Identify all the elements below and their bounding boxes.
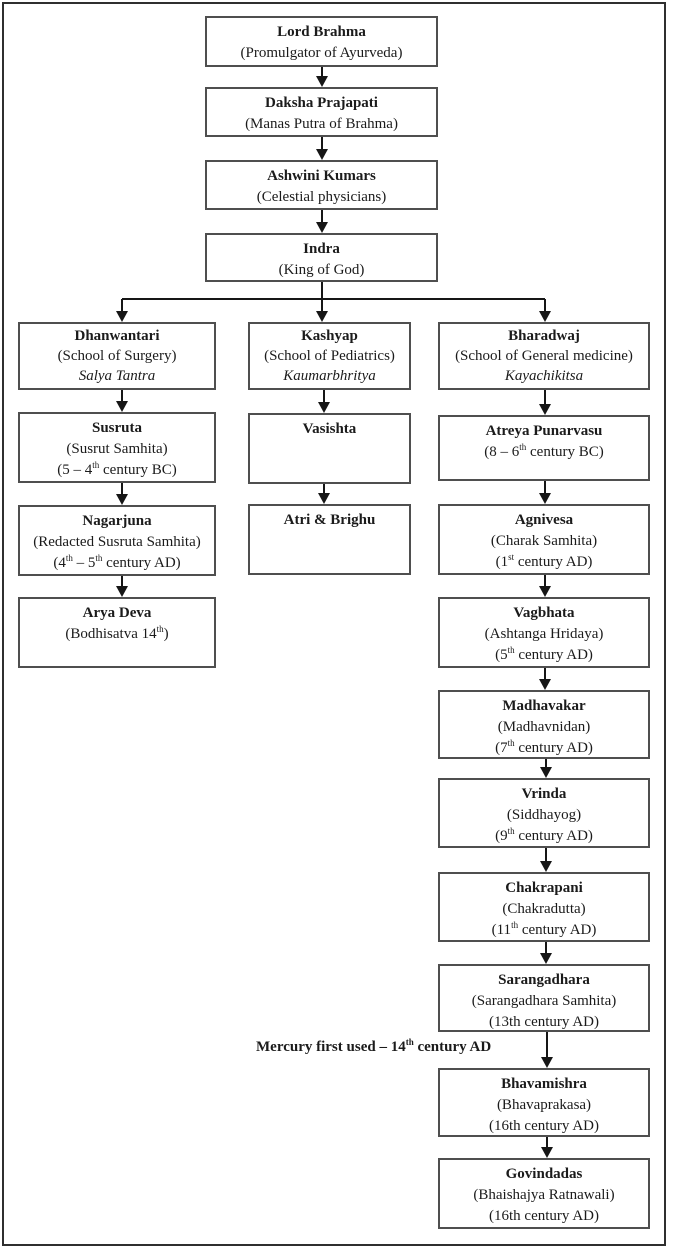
node-period: (7th century AD) xyxy=(495,738,593,757)
node-subtitle: (Bodhisatva 14th) xyxy=(65,624,169,643)
arrow-head xyxy=(116,401,128,412)
node-bhavamishra: Bhavamishra (Bhavaprakasa) (16th century… xyxy=(438,1068,650,1137)
arrow-head xyxy=(539,586,551,597)
node-title: Arya Deva xyxy=(82,605,152,621)
arrow-head xyxy=(541,1147,553,1158)
arrow-head xyxy=(541,1057,553,1068)
node-period: (5 – 4th century BC) xyxy=(57,460,177,479)
node-title: Lord Brahma xyxy=(277,24,366,40)
arrow-head xyxy=(540,767,552,778)
arrow-head xyxy=(316,311,328,322)
node-vrinda: Vrinda (Siddhayog) (9th century AD) xyxy=(438,778,650,848)
node-period: (13th century AD) xyxy=(489,1014,599,1030)
node-title: Vasishta xyxy=(302,421,357,437)
node-subtitle: (Manas Putra of Brahma) xyxy=(245,116,398,132)
node-title: Sarangadhara xyxy=(498,972,590,988)
arrow-heads xyxy=(116,76,553,1158)
arrow-head xyxy=(318,493,330,504)
node-subtitle: (Sarangadhara Samhita) xyxy=(471,993,617,1009)
node-title: Indra xyxy=(303,241,340,257)
node-kashyap: Kashyap (School of Pediatrics) Kaumarbhr… xyxy=(248,322,411,390)
node-chakrapani: Chakrapani (Chakradutta) (11th century A… xyxy=(438,872,650,942)
node-subtitle: (Promulgator of Ayurveda) xyxy=(240,45,403,61)
node-subtitle: (School of Surgery) xyxy=(57,348,177,364)
node-subtitle: (Chakradutta) xyxy=(502,901,586,917)
node-subtitle: (Ashtanga Hridaya) xyxy=(484,626,604,642)
node-agnivesa: Agnivesa (Charak Samhita) (1st century A… xyxy=(438,504,650,575)
node-sanskrit-name: Kayachikitsa xyxy=(504,368,584,384)
arrow-lines xyxy=(121,66,548,1149)
node-subtitle: (Madhavnidan) xyxy=(497,719,591,735)
node-title: Agnivesa xyxy=(514,512,574,528)
node-susruta: Susruta (Susrut Samhita) (5 – 4th centur… xyxy=(18,412,216,483)
node-title: Kashyap xyxy=(301,328,358,344)
node-sanskrit-name: Kaumarbhritya xyxy=(283,368,376,384)
node-subtitle: (Susrut Samhita) xyxy=(66,441,168,457)
arrow-head xyxy=(116,586,128,597)
arrow-head xyxy=(318,402,330,413)
node-sarangadhara: Sarangadhara (Sarangadhara Samhita) (13t… xyxy=(438,964,650,1032)
arrow-head xyxy=(539,493,551,504)
node-subtitle: (Celestial physicians) xyxy=(256,189,387,205)
node-sanskrit-name: Salya Tantra xyxy=(78,368,156,384)
node-subtitle: (Redacted Susruta Samhita) xyxy=(33,534,201,550)
node-title: Atreya Punarvasu xyxy=(485,423,603,439)
node-title: Susruta xyxy=(91,420,143,436)
node-title: Dhanwantari xyxy=(74,328,160,344)
node-title: Atri & Brighu xyxy=(283,512,376,528)
node-period: (1st century AD) xyxy=(495,552,593,571)
arrow-head xyxy=(539,311,551,322)
node-ashwini-kumars: Ashwini Kumars (Celestial physicians) xyxy=(205,160,438,210)
arrow-head xyxy=(316,76,328,87)
node-daksha-prajapati: Daksha Prajapati (Manas Putra of Brahma) xyxy=(205,87,438,137)
node-title: Chakrapani xyxy=(505,880,583,896)
node-subtitle: (Bhaishajya Ratnawali) xyxy=(473,1187,615,1203)
arrow-head xyxy=(316,149,328,160)
node-subtitle: (School of Pediatrics) xyxy=(264,348,395,364)
node-arya-deva: Arya Deva (Bodhisatva 14th) xyxy=(18,597,216,668)
node-title: Vagbhata xyxy=(513,605,575,621)
arrow-head xyxy=(540,861,552,872)
node-period: (5th century AD) xyxy=(495,645,593,664)
node-vasishta: Vasishta xyxy=(248,413,411,484)
node-title: Govindadas xyxy=(505,1166,583,1182)
node-indra: Indra (King of God) xyxy=(205,233,438,282)
node-title: Bharadwaj xyxy=(508,328,580,344)
node-period: (16th century AD) xyxy=(489,1208,599,1224)
node-period: (16th century AD) xyxy=(489,1118,599,1134)
node-lord-brahma: Lord Brahma (Promulgator of Ayurveda) xyxy=(205,16,438,67)
node-title: Nagarjuna xyxy=(82,513,152,529)
node-vagbhata: Vagbhata (Ashtanga Hridaya) (5th century… xyxy=(438,597,650,668)
node-period: (4th – 5th century AD) xyxy=(53,553,181,572)
arrow-head xyxy=(540,953,552,964)
node-madhavakar: Madhavakar (Madhavnidan) (7th century AD… xyxy=(438,690,650,759)
node-title: Bhavamishra xyxy=(501,1076,587,1092)
node-title: Vrinda xyxy=(521,786,567,802)
arrow-head xyxy=(316,222,328,233)
node-govindadas: Govindadas (Bhaishajya Ratnawali) (16th … xyxy=(438,1158,650,1229)
arrow-head xyxy=(539,679,551,690)
node-dhanwantari: Dhanwantari (School of Surgery) Salya Ta… xyxy=(18,322,216,390)
node-title: Madhavakar xyxy=(502,698,586,714)
node-subtitle: (Bhavaprakasa) xyxy=(496,1097,592,1113)
node-subtitle: (King of God) xyxy=(278,262,365,278)
node-subtitle: (Siddhayog) xyxy=(506,807,582,823)
node-atri-and-brighu: Atri & Brighu xyxy=(248,504,411,575)
arrow-head xyxy=(539,404,551,415)
node-bharadwaj: Bharadwaj (School of General medicine) K… xyxy=(438,322,650,390)
arrow-head xyxy=(116,311,128,322)
node-subtitle: (School of General medicine) xyxy=(455,348,633,364)
node-title: Daksha Prajapati xyxy=(265,95,378,111)
node-period: (11th century AD) xyxy=(491,920,597,939)
mercury-annotation: Mercury first used – 14th century AD xyxy=(256,1037,492,1056)
arrow-head xyxy=(116,494,128,505)
node-atreya-punarvasu: Atreya Punarvasu (8 – 6th century BC) xyxy=(438,415,650,481)
node-period: (8 – 6th century BC) xyxy=(484,442,604,461)
node-nagarjuna: Nagarjuna (Redacted Susruta Samhita) (4t… xyxy=(18,505,216,576)
node-subtitle: (Charak Samhita) xyxy=(490,533,598,549)
node-title: Ashwini Kumars xyxy=(267,168,376,184)
node-period: (9th century AD) xyxy=(495,826,593,845)
